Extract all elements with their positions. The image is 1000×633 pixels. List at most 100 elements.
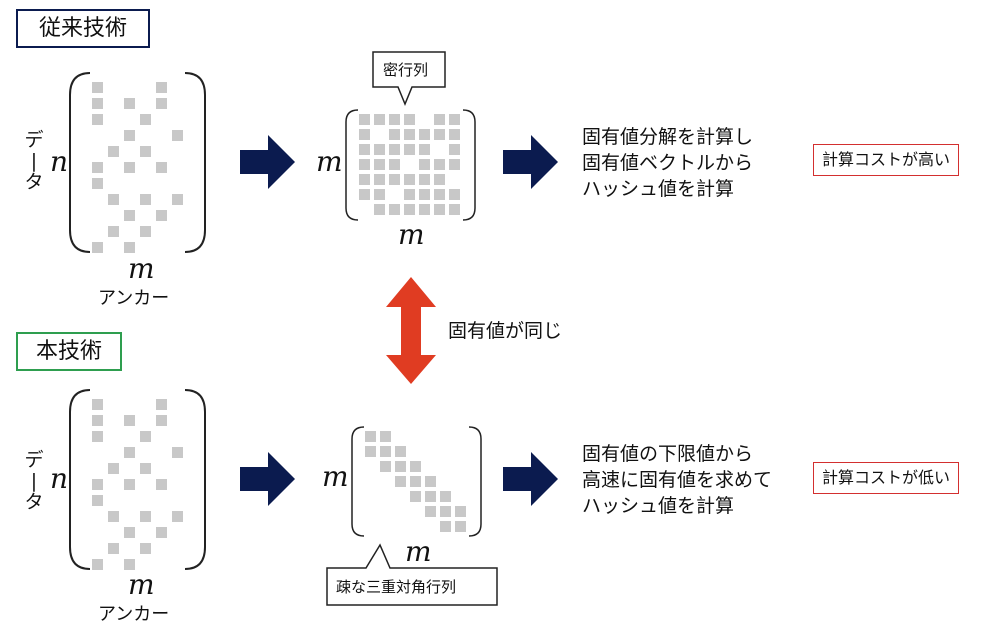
conv-description-line: 固有値分解を計算し <box>582 126 754 148</box>
sparse-cell <box>108 226 119 237</box>
tridiag-cell <box>440 506 451 517</box>
conv-title: 従来技術 <box>38 16 127 41</box>
sparse-cell <box>124 447 135 458</box>
prop-title-border <box>16 332 122 371</box>
tridiag-cell <box>410 476 421 487</box>
sparse-cell <box>124 479 135 490</box>
prop-description-line: 高速に固有値を求めて <box>582 469 773 491</box>
conv-description-line: 固有値ベクトルから <box>582 152 754 174</box>
vertical-char: | <box>30 470 38 492</box>
tridiag-cell <box>395 446 406 457</box>
conv-description: 固有値分解を計算し 固有値ベクトルから ハッシュ値を計算 <box>582 124 753 202</box>
dense-cell <box>449 159 460 170</box>
sparse-cell <box>140 194 151 205</box>
dense-cell <box>434 174 445 185</box>
sparse-cell <box>156 162 167 173</box>
tridiag-cell <box>365 446 376 457</box>
same-eigen-double-arrow <box>386 277 436 384</box>
sparse-cell <box>92 399 103 410</box>
prop-arrow-2 <box>503 452 558 506</box>
dense-cell <box>434 159 445 170</box>
dense-callout-text: 密行列 <box>383 61 429 79</box>
dense-cell <box>404 114 415 125</box>
sparse-cell <box>92 114 103 125</box>
sparse-cell <box>124 130 135 141</box>
conv-cost-badge: 計算コストが高い <box>813 144 960 176</box>
sparse-cell <box>92 162 103 173</box>
dense-cell <box>449 189 460 200</box>
sparse-cell <box>156 527 167 538</box>
conv-arrow-2 <box>503 135 558 189</box>
tridiag-callout-text: 疎な三重対角行列 <box>336 578 457 596</box>
dense-cell <box>419 204 430 215</box>
tridiag-cell <box>380 461 391 472</box>
prop-description: 固有値の下限値から 高速に固有値を求めて ハッシュ値を計算 <box>582 441 772 519</box>
vertical-char: | <box>30 150 38 172</box>
dense-cell <box>374 174 385 185</box>
sparse-cell <box>124 242 135 253</box>
sparse-cell <box>156 479 167 490</box>
tridiag-cell <box>410 491 421 502</box>
tridiag-cell <box>380 431 391 442</box>
prop-data-matrix-left-bracket <box>69 389 91 570</box>
conv-n-label: n <box>50 145 69 178</box>
dense-cell <box>389 129 400 140</box>
dense-matrix-left-bracket <box>345 109 359 221</box>
sparse-cell <box>92 242 103 253</box>
sparse-cell <box>156 82 167 93</box>
dense-cell <box>389 144 400 155</box>
sparse-cell <box>172 511 183 522</box>
sparse-cell <box>140 146 151 157</box>
dense-cell <box>359 159 370 170</box>
prop-data-matrix-cells <box>92 399 183 570</box>
same-eigen-label: 固有値が同じ <box>448 320 563 342</box>
conv-data-matrix-right-bracket <box>184 72 206 253</box>
sparse-cell <box>156 98 167 109</box>
dense-cell <box>404 174 415 185</box>
dense-cell <box>449 114 460 125</box>
dense-cell <box>389 159 400 170</box>
dense-matrix-right-bracket <box>462 109 476 221</box>
sparse-cell <box>172 447 183 458</box>
tridiag-cell <box>395 461 406 472</box>
sparse-cell <box>92 479 103 490</box>
dense-cell <box>374 144 385 155</box>
dense-cell <box>374 114 385 125</box>
dense-cell <box>434 114 445 125</box>
dense-matrix-cells <box>359 114 460 215</box>
sparse-cell <box>124 210 135 221</box>
sparse-cell <box>108 146 119 157</box>
dense-cell <box>434 189 445 200</box>
conv-anchor-label: アンカー <box>98 288 170 309</box>
prop-description-line: 固有値の下限値から <box>582 443 754 465</box>
conv-dense-m-under: m <box>398 218 425 251</box>
dense-cell <box>389 174 400 185</box>
prop-cost-badge: 計算コストが低い <box>813 462 960 494</box>
dense-cell <box>419 174 430 185</box>
tridiag-matrix-cells <box>365 431 466 532</box>
prop-data-matrix-right-bracket <box>184 389 206 570</box>
dense-cell <box>359 144 370 155</box>
sparse-cell <box>140 463 151 474</box>
vertical-char: タ <box>24 491 44 513</box>
sparse-cell <box>92 98 103 109</box>
sparse-cell <box>108 511 119 522</box>
prop-tridiag-m-left: m <box>322 460 349 493</box>
sparse-cell <box>108 463 119 474</box>
dense-cell <box>389 204 400 215</box>
tridiag-cell <box>425 491 436 502</box>
conv-data-matrix-left-bracket <box>69 72 91 253</box>
sparse-cell <box>124 559 135 570</box>
dense-cell <box>419 129 430 140</box>
prop-m-bottom-label: m <box>128 568 155 601</box>
sparse-cell <box>92 178 103 189</box>
conv-m-bottom-label: m <box>128 252 155 285</box>
sparse-cell <box>156 210 167 221</box>
sparse-cell <box>108 194 119 205</box>
dense-cell <box>404 204 415 215</box>
dense-cell <box>359 189 370 200</box>
sparse-cell <box>92 431 103 442</box>
dense-cell <box>449 144 460 155</box>
tridiag-cell <box>455 506 466 517</box>
vertical-char: デ <box>24 129 44 151</box>
